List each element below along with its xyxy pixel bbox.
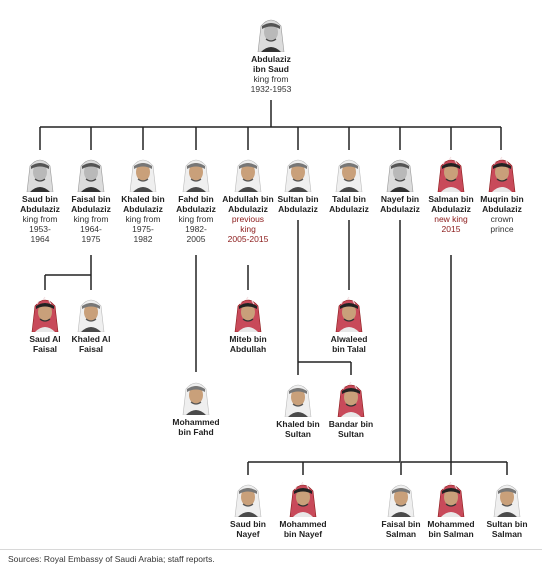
son-name: Nayef bin Abdulaziz: [380, 194, 420, 214]
node-bandar-bin-sultan: Bandar bin Sultan: [321, 377, 381, 439]
node-miteb-bin-abdullah: Miteb bin Abdullah: [218, 292, 278, 354]
son-name: Abdullah bin Abdulaziz: [222, 194, 274, 214]
root-name: Abdulaziz ibn Saud: [251, 54, 291, 74]
node-mohammed-bin-nayef: Mohammed bin Nayef: [273, 477, 333, 539]
grandson-name: Mohammed bin Nayef: [279, 519, 327, 539]
node-salman-bin-abdulaziz: Salman bin Abdulaziz new king 2015: [421, 152, 481, 234]
grandson-name: Mohammed bin Fahd: [172, 417, 220, 437]
grandson-name: Khaled bin Sultan: [276, 419, 320, 439]
son-name: Saud bin Abdulaziz: [20, 194, 60, 214]
node-saud-bin-abdulaziz: Saud bin Abdulaziz king from 1953- 1964: [10, 152, 70, 244]
node-alwaleed-bin-talal: Alwaleed bin Talal: [319, 292, 379, 354]
son-name: Faisal bin Abdulaziz: [71, 194, 111, 214]
portrait-saud-bin-nayef-icon: [230, 477, 266, 517]
son-reign: king from 1982- 2005: [178, 214, 214, 244]
node-sultan-bin-abdulaziz: Sultan bin Abdulaziz: [268, 152, 328, 214]
portrait-mohammed-bin-nayef-icon: [285, 477, 321, 517]
node-khaled-al-faisal: Khaled Al Faisal: [61, 292, 121, 354]
grandson-name: Sultan bin Salman: [486, 519, 528, 539]
grandson-name: Khaled Al Faisal: [71, 334, 111, 354]
grandson-name: Saud Al Faisal: [29, 334, 61, 354]
portrait-fahd-icon: [178, 152, 214, 192]
portrait-khaled-icon: [125, 152, 161, 192]
grandson-name: Saud bin Nayef: [230, 519, 266, 539]
portrait-faisal-bin-salman-icon: [383, 477, 419, 517]
node-faisal-bin-salman: Faisal bin Salman: [371, 477, 431, 539]
node-mohammed-bin-salman: Mohammed bin Salman: [421, 477, 481, 539]
portrait-talal-icon: [331, 152, 367, 192]
node-khaled-bin-sultan: Khaled bin Sultan: [268, 377, 328, 439]
son-reign: previous king 2005-2015: [227, 214, 269, 244]
son-name: Talal bin Abdulaziz: [329, 194, 369, 214]
root-reign: king from 1932-1953: [250, 74, 292, 94]
son-name: Sultan bin Abdulaziz: [277, 194, 319, 214]
portrait-saud-al-faisal-icon: [27, 292, 63, 332]
son-reign: king from 1953- 1964: [22, 214, 58, 244]
grandson-name: Bandar bin Sultan: [328, 419, 374, 439]
node-saud-bin-nayef: Saud bin Nayef: [218, 477, 278, 539]
node-fahd-bin-abdulaziz: Fahd bin Abdulaziz king from 1982- 2005: [166, 152, 226, 244]
portrait-khaled-al-faisal-icon: [73, 292, 109, 332]
node-faisal-bin-abdulaziz: Faisal bin Abdulaziz king from 1964- 197…: [61, 152, 121, 244]
portrait-abdulaziz-icon: [253, 12, 289, 52]
node-nayef-bin-abdulaziz: Nayef bin Abdulaziz: [370, 152, 430, 214]
node-abdullah-bin-abdulaziz: Abdullah bin Abdulaziz previous king 200…: [218, 152, 278, 244]
portrait-bandar-icon: [333, 377, 369, 417]
footer-divider: [0, 549, 542, 550]
portrait-nayef-icon: [382, 152, 418, 192]
son-name: Salman bin Abdulaziz: [428, 194, 474, 214]
node-talal-bin-abdulaziz: Talal bin Abdulaziz: [319, 152, 379, 214]
portrait-sultan-bin-salman-icon: [489, 477, 525, 517]
node-khaled-bin-abdulaziz: Khaled bin Abdulaziz king from 1975- 198…: [113, 152, 173, 244]
portrait-mohammed-bin-salman-icon: [433, 477, 469, 517]
portrait-abdullah-icon: [230, 152, 266, 192]
son-reign: king from 1964- 1975: [73, 214, 109, 244]
portrait-faisal-icon: [73, 152, 109, 192]
son-name: Muqrin bin Abdulaziz: [480, 194, 524, 214]
node-saud-al-faisal: Saud Al Faisal: [15, 292, 75, 354]
portrait-salman-icon: [433, 152, 469, 192]
node-mohammed-bin-fahd: Mohammed bin Fahd: [166, 375, 226, 437]
source-note: Sources: Royal Embassy of Saudi Arabia; …: [8, 554, 215, 564]
son-name: Khaled bin Abdulaziz: [121, 194, 165, 214]
portrait-sultan-icon: [280, 152, 316, 192]
node-abdulaziz-ibn-saud: Abdulaziz ibn Saud king from 1932-1953: [241, 12, 301, 94]
grandson-name: Alwaleed bin Talal: [330, 334, 368, 354]
portrait-khaled-bin-sultan-icon: [280, 377, 316, 417]
node-muqrin-bin-abdulaziz: Muqrin bin Abdulaziz crown prince: [472, 152, 532, 234]
portrait-alwaleed-icon: [331, 292, 367, 332]
son-name: Fahd bin Abdulaziz: [176, 194, 216, 214]
portrait-saud-icon: [22, 152, 58, 192]
portrait-mohammed-bin-fahd-icon: [178, 375, 214, 415]
son-title: crown prince: [490, 214, 514, 234]
grandson-name: Mohammed bin Salman: [427, 519, 475, 539]
son-reign: new king 2015: [434, 214, 468, 234]
portrait-muqrin-icon: [484, 152, 520, 192]
portrait-miteb-icon: [230, 292, 266, 332]
node-sultan-bin-salman: Sultan bin Salman: [477, 477, 537, 539]
grandson-name: Miteb bin Abdullah: [229, 334, 267, 354]
son-reign: king from 1975- 1982: [125, 214, 161, 244]
grandson-name: Faisal bin Salman: [381, 519, 421, 539]
